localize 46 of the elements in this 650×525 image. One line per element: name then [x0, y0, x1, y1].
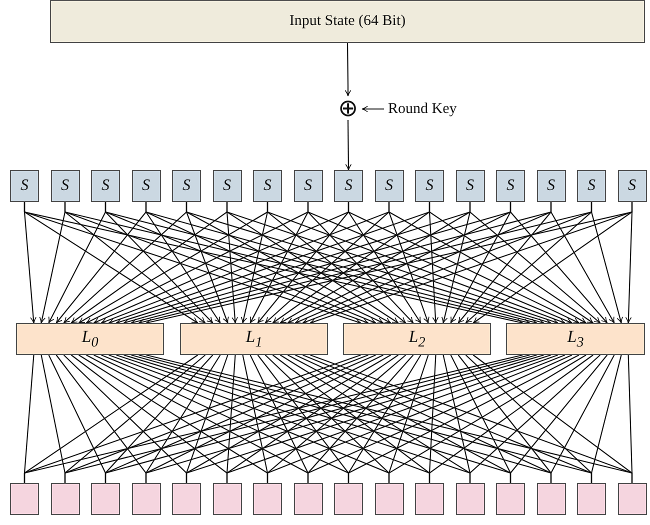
output-box	[253, 483, 282, 515]
sbox: S	[496, 170, 525, 202]
linear-layer-box: L$_{0}$	[16, 323, 164, 355]
sbox: S	[294, 170, 322, 202]
linear-layer-box: L$_{3}$	[506, 323, 645, 355]
output-box	[618, 483, 646, 515]
sbox: S	[456, 170, 484, 202]
output-box	[456, 483, 484, 515]
sbox: S	[172, 170, 201, 202]
connector-line	[550, 354, 615, 483]
output-box	[374, 483, 404, 515]
output-box	[10, 483, 39, 515]
xor-operator: ⊕	[336, 96, 360, 120]
connector-line	[348, 354, 580, 483]
linear-layer-box: L$_{1}$	[180, 323, 328, 355]
connector-line	[510, 354, 608, 483]
sbox: S	[334, 170, 363, 202]
sbox: S	[132, 170, 160, 202]
output-box	[334, 483, 363, 515]
output-box	[91, 483, 120, 515]
sbox: S	[577, 170, 606, 202]
connector-line	[388, 354, 586, 483]
output-box	[415, 483, 444, 515]
sbox: S	[415, 170, 444, 202]
output-box	[132, 483, 160, 515]
sbox: S	[618, 170, 646, 202]
sbox: S	[50, 170, 80, 202]
state-box: Input State (64 Bit)	[50, 0, 645, 43]
sbox: S	[212, 170, 242, 202]
linear-layer-box: L$_{2}$	[343, 323, 491, 355]
sbox: S	[253, 170, 282, 202]
output-box	[172, 483, 201, 515]
output-box	[212, 483, 242, 515]
output-box	[50, 483, 80, 515]
connector-line	[590, 354, 622, 483]
output-box	[577, 483, 606, 515]
sbox: S	[91, 170, 120, 202]
key-label: Round Key	[388, 98, 488, 120]
connector-line	[628, 354, 633, 483]
connector-line	[428, 354, 594, 483]
output-box	[294, 483, 322, 515]
sbox: S	[374, 170, 404, 202]
output-box	[496, 483, 525, 515]
sbox: S	[536, 170, 566, 202]
sbox: S	[10, 170, 39, 202]
output-box	[536, 483, 566, 515]
